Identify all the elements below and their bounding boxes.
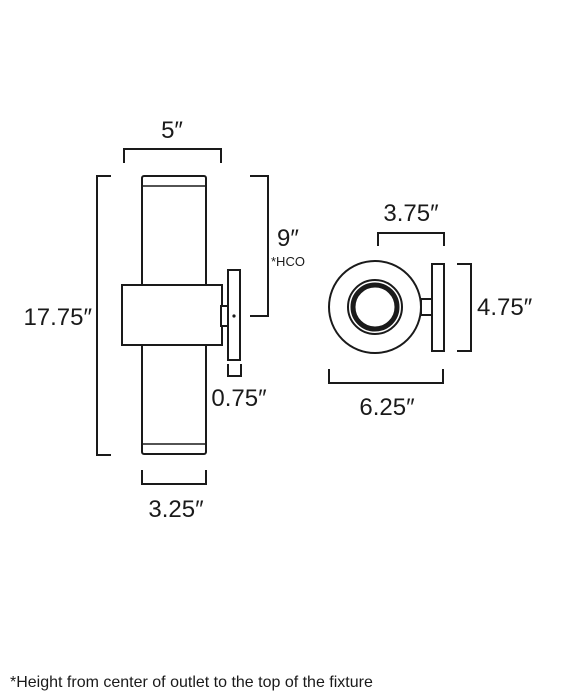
dim-bracket-backplate-height xyxy=(457,263,472,352)
side-backplate xyxy=(431,263,445,352)
dim-bracket-width-bottom xyxy=(141,470,207,485)
dim-bracket-base-depth xyxy=(227,364,242,377)
dim-outer-diameter: 6.25″ xyxy=(359,394,415,421)
inner-ring xyxy=(347,279,403,335)
dim-height-total: 17.75″ xyxy=(23,304,92,331)
dim-bracket-height-total xyxy=(96,175,111,456)
outer-ring xyxy=(328,260,422,354)
dim-backplate-height: 4.75″ xyxy=(477,294,533,321)
dim-base-depth: 0.75″ xyxy=(211,385,267,412)
lens xyxy=(350,282,400,332)
dim-width-top: 5″ xyxy=(161,117,183,144)
fixture-collar xyxy=(121,284,223,346)
dim-bracket-outer-diameter xyxy=(328,369,444,384)
dim-hco-note: *HCO xyxy=(271,254,305,269)
front-view-fixture xyxy=(121,175,241,455)
outlet-center-dot xyxy=(232,314,236,318)
dim-bracket-width-top xyxy=(123,148,222,163)
side-view-fixture xyxy=(328,260,445,354)
dim-width-bottom: 3.25″ xyxy=(148,496,204,523)
dim-inner-diameter: 3.75″ xyxy=(383,200,439,227)
dim-hco: 9″ xyxy=(277,225,299,252)
dim-bracket-hco xyxy=(250,175,269,317)
dim-bracket-inner-diameter xyxy=(377,232,445,246)
footnote: *Height from center of outlet to the top… xyxy=(10,674,373,691)
